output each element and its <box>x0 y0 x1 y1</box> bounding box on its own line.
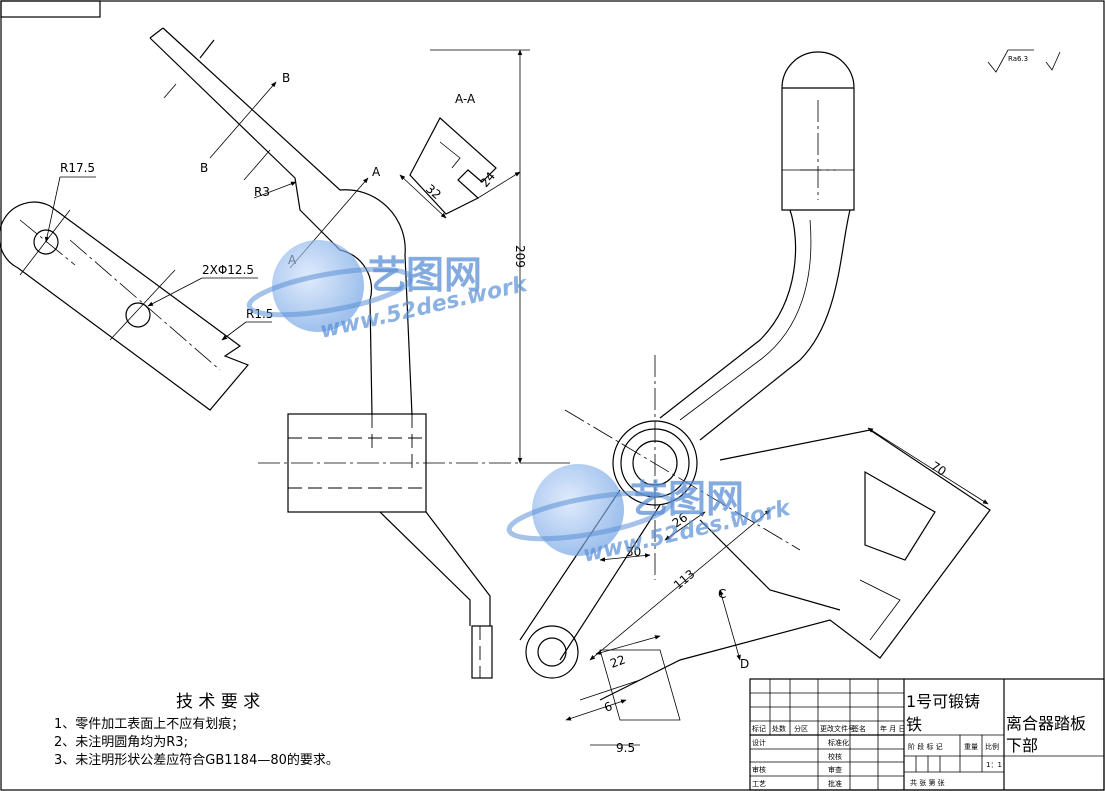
label-c: C <box>718 587 726 601</box>
tb-material-line2: 铁 <box>906 715 922 734</box>
aux-view-arm <box>0 176 272 411</box>
tb-label-design: 设计 <box>752 738 766 747</box>
tb-label-proof: 校核 <box>828 752 842 761</box>
tech-req-item: 2、未注明圆角均为R3; <box>54 735 188 750</box>
title-block: 标记 处数 分区 更改文件号 签名 年 月 日 设计 标准化 校核 审核 审查 … <box>749 678 1105 791</box>
tb-label-zone: 分区 <box>794 724 808 733</box>
dim-6: 6 <box>602 699 614 715</box>
tb-part-line1: 离合器踏板 <box>1006 714 1086 733</box>
tb-label-process: 工艺 <box>752 780 766 788</box>
tb-label-mark: 标记 <box>752 724 766 733</box>
label-d: D <box>740 657 749 671</box>
dim-r3: R3 <box>254 185 270 199</box>
tech-req-item: 3、未注明形状公差应符合GB1184—80的要求。 <box>54 752 339 768</box>
label-a-top: A <box>372 165 381 179</box>
main-view-lever <box>149 27 570 679</box>
dim-r17-5: R17.5 <box>60 161 95 175</box>
label-b-bottom: B <box>200 161 208 175</box>
tb-scale-value: 1：1 <box>986 761 1002 769</box>
dim-113: 113 <box>671 567 698 592</box>
tb-label-scale: 比例 <box>985 742 999 751</box>
side-view-pedal <box>519 51 991 746</box>
section-label: A-A <box>455 92 476 106</box>
tb-sheets: 共 张 第 张 <box>910 778 945 787</box>
label-b-top: B <box>282 71 290 85</box>
dim-9-5: 9.5 <box>616 741 635 755</box>
dim-hole: 2XΦ12.5 <box>202 263 254 277</box>
tb-label-audit: 审查 <box>828 765 842 774</box>
roughness-symbol: Ra6.3 <box>987 49 1061 73</box>
dim-22: 22 <box>608 652 627 670</box>
dim-30: 30 <box>626 545 641 559</box>
watermark-left: 艺图网 www.52des.work <box>246 240 531 344</box>
tb-material-line1: 1号可锻铸 <box>906 692 980 711</box>
tb-label-approve: 批准 <box>828 779 842 788</box>
tb-label-doc: 更改文件号 <box>820 724 855 733</box>
dim-209: 209 <box>513 245 527 268</box>
watermark-title-left: 艺图网 <box>368 253 482 297</box>
tech-requirements: 技 术 要 求 1、零件加工表面上不应有划痕； 2、未注明圆角均为R3; 3、未… <box>54 692 339 768</box>
tb-label-date: 年 月 日 <box>880 724 905 733</box>
corner-tag-box <box>0 0 101 18</box>
roughness-value: Ra6.3 <box>1008 55 1028 63</box>
section-a-a <box>399 117 521 219</box>
tech-req-item: 1、零件加工表面上不应有划痕； <box>54 716 244 732</box>
dim-70: 70 <box>928 459 948 479</box>
tb-label-weight: 重量 <box>964 743 978 751</box>
tb-label-review: 审核 <box>752 765 766 774</box>
tb-part-line2: 下部 <box>1006 736 1038 755</box>
dim-24: 24 <box>478 169 499 190</box>
tb-label-count: 处数 <box>772 724 786 733</box>
tb-label-standard: 标准化 <box>828 738 849 747</box>
tb-label-sign: 签名 <box>852 724 866 733</box>
watermark-right: 艺图网 www.52des.work <box>506 464 794 568</box>
tb-label-stage: 阶 段 标 记 <box>908 742 943 751</box>
tech-req-title: 技 术 要 求 <box>176 692 260 712</box>
watermark-title-right: 艺图网 <box>630 477 744 521</box>
